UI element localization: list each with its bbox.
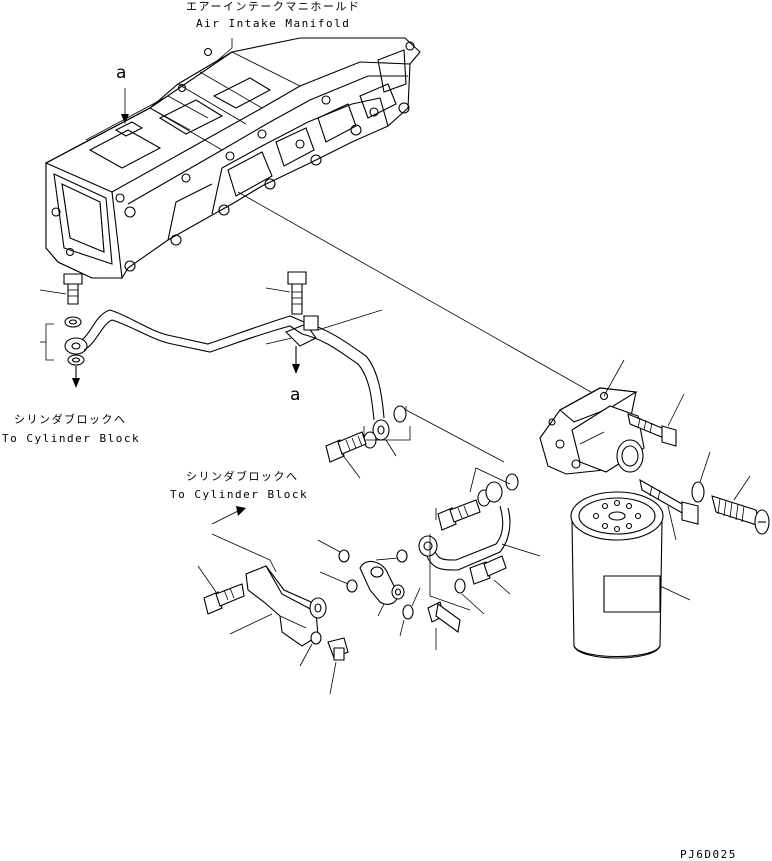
manifold-to-head-line [238,192,598,396]
relief-valve [712,496,769,534]
bolt-bottom-center [428,602,460,632]
label-cyl-block-jp-2: シリンダブロックへ [186,470,299,483]
washer [347,580,357,592]
washer [311,632,321,644]
manifold-leader [218,38,232,60]
ref-label-a-bottom: a [290,385,301,405]
oil-tube-lower [419,506,510,610]
washer [403,605,413,619]
washer [455,579,465,593]
oil-filter-cartridge [571,492,663,658]
oil-tube-upper [82,310,384,420]
to-cylinder-block-arrow [212,506,276,572]
washer [339,550,349,562]
label-manifold-jp: エアーインテークマニホールド [186,0,361,13]
drawing-code: PJ6D025 [680,848,737,861]
ref-arrow-a-top [121,88,129,124]
banjo-bolt-lower [438,500,480,530]
bolt-small-bottom [328,638,348,660]
label-cyl-block-en-1: To Cylinder Block [2,432,141,445]
filter-head [540,388,644,474]
label-cyl-block-jp-1: シリンダブロックへ [14,413,127,426]
elbow-connector [360,561,404,604]
banjo-bolt-mid [326,432,366,462]
label-manifold-en: Air Intake Manifold [196,17,351,30]
washer [397,550,407,562]
o-ring [692,482,704,502]
label-cyl-block-en-2: To Cylinder Block [170,488,309,501]
head-bolt-upper [628,414,676,446]
banjo-fitting [486,482,502,502]
banjo-bolt-left [64,274,87,388]
head-bolt-lower [640,480,698,524]
bracket-bolt [204,584,244,614]
bracket [246,566,326,646]
air-intake-manifold [46,38,420,278]
ref-label-a-top: a [116,63,127,83]
banjo-bolt-small [470,556,506,584]
washer [506,474,518,490]
